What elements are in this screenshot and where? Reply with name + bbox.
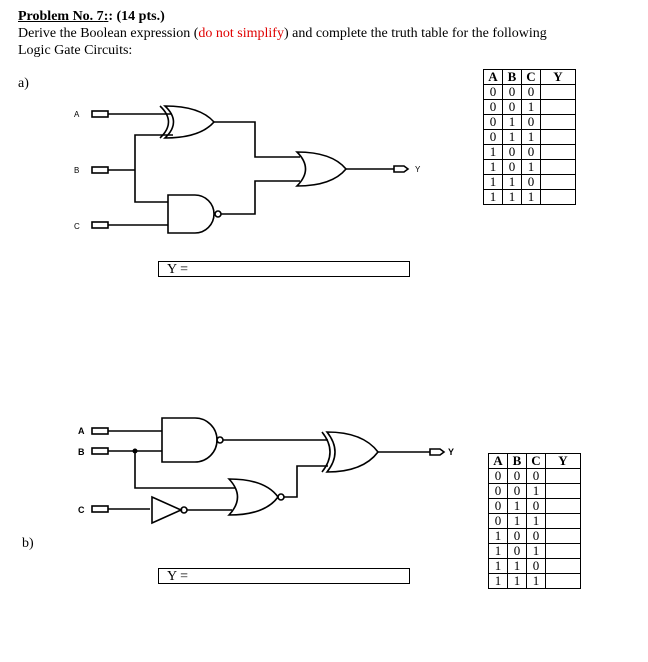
y-cell[interactable] xyxy=(545,483,581,499)
or-gate-a2 xyxy=(295,151,348,187)
terminal-a-b xyxy=(91,166,109,174)
part-b-label: b) xyxy=(22,536,34,551)
y-cell[interactable] xyxy=(540,84,576,100)
y-expression-box-a[interactable]: Y = xyxy=(158,261,410,277)
or-gate-a1 xyxy=(162,105,216,139)
input-label-a-a: A xyxy=(74,110,80,119)
junction-dot-b xyxy=(132,448,138,454)
y-cell[interactable] xyxy=(540,114,576,130)
y-cell[interactable] xyxy=(545,513,581,529)
output-label-a: Y xyxy=(415,165,421,174)
output-terminal-b xyxy=(429,448,446,456)
y-expression-box-b[interactable]: Y = xyxy=(158,568,410,584)
y-cell[interactable] xyxy=(545,468,581,484)
y-cell[interactable] xyxy=(545,528,581,544)
part-a-label: a) xyxy=(18,76,29,91)
y-cell[interactable] xyxy=(545,498,581,514)
do-not-simplify-note: do not simplify xyxy=(198,26,284,41)
output-terminal-a xyxy=(393,165,410,173)
nand-output-bubble xyxy=(216,436,224,444)
problem-header: Problem No. 7:: (14 pts.) Derive the Boo… xyxy=(18,8,618,59)
input-label-b-a: A xyxy=(78,426,85,436)
y-cell[interactable] xyxy=(540,159,576,175)
terminal-b-c xyxy=(91,505,109,513)
terminal-a-c xyxy=(91,221,109,229)
terminal-b-b xyxy=(91,447,109,455)
input-label-a-b: B xyxy=(74,166,79,175)
and-output-bubble xyxy=(214,210,222,218)
y-cell[interactable] xyxy=(545,543,581,559)
output-label-b: Y xyxy=(448,447,454,457)
y-cell[interactable] xyxy=(540,174,576,190)
y-cell[interactable] xyxy=(540,189,576,205)
and-gate-a1 xyxy=(167,194,215,234)
terminal-b-a xyxy=(91,427,109,435)
problem-title: Problem No. 7:: (14 pts.) xyxy=(18,9,165,24)
instruction-line: Derive the Boolean expression (do not si… xyxy=(18,26,547,41)
not-gate-b1 xyxy=(151,495,183,525)
input-label-b-b: B xyxy=(78,447,85,457)
y-cell[interactable] xyxy=(540,129,576,145)
nand-gate-b1 xyxy=(161,417,218,463)
y-cell[interactable] xyxy=(545,573,581,589)
y-cell[interactable] xyxy=(545,558,581,574)
xor-gate-b1 xyxy=(325,431,380,473)
instruction-line-2: Logic Gate Circuits: xyxy=(18,43,133,58)
terminal-a-a xyxy=(91,110,109,118)
input-label-a-c: C xyxy=(74,222,80,231)
nor-gate-b1 xyxy=(227,478,279,516)
y-cell[interactable] xyxy=(540,144,576,160)
input-label-b-c: C xyxy=(78,505,85,515)
y-cell[interactable] xyxy=(540,99,576,115)
